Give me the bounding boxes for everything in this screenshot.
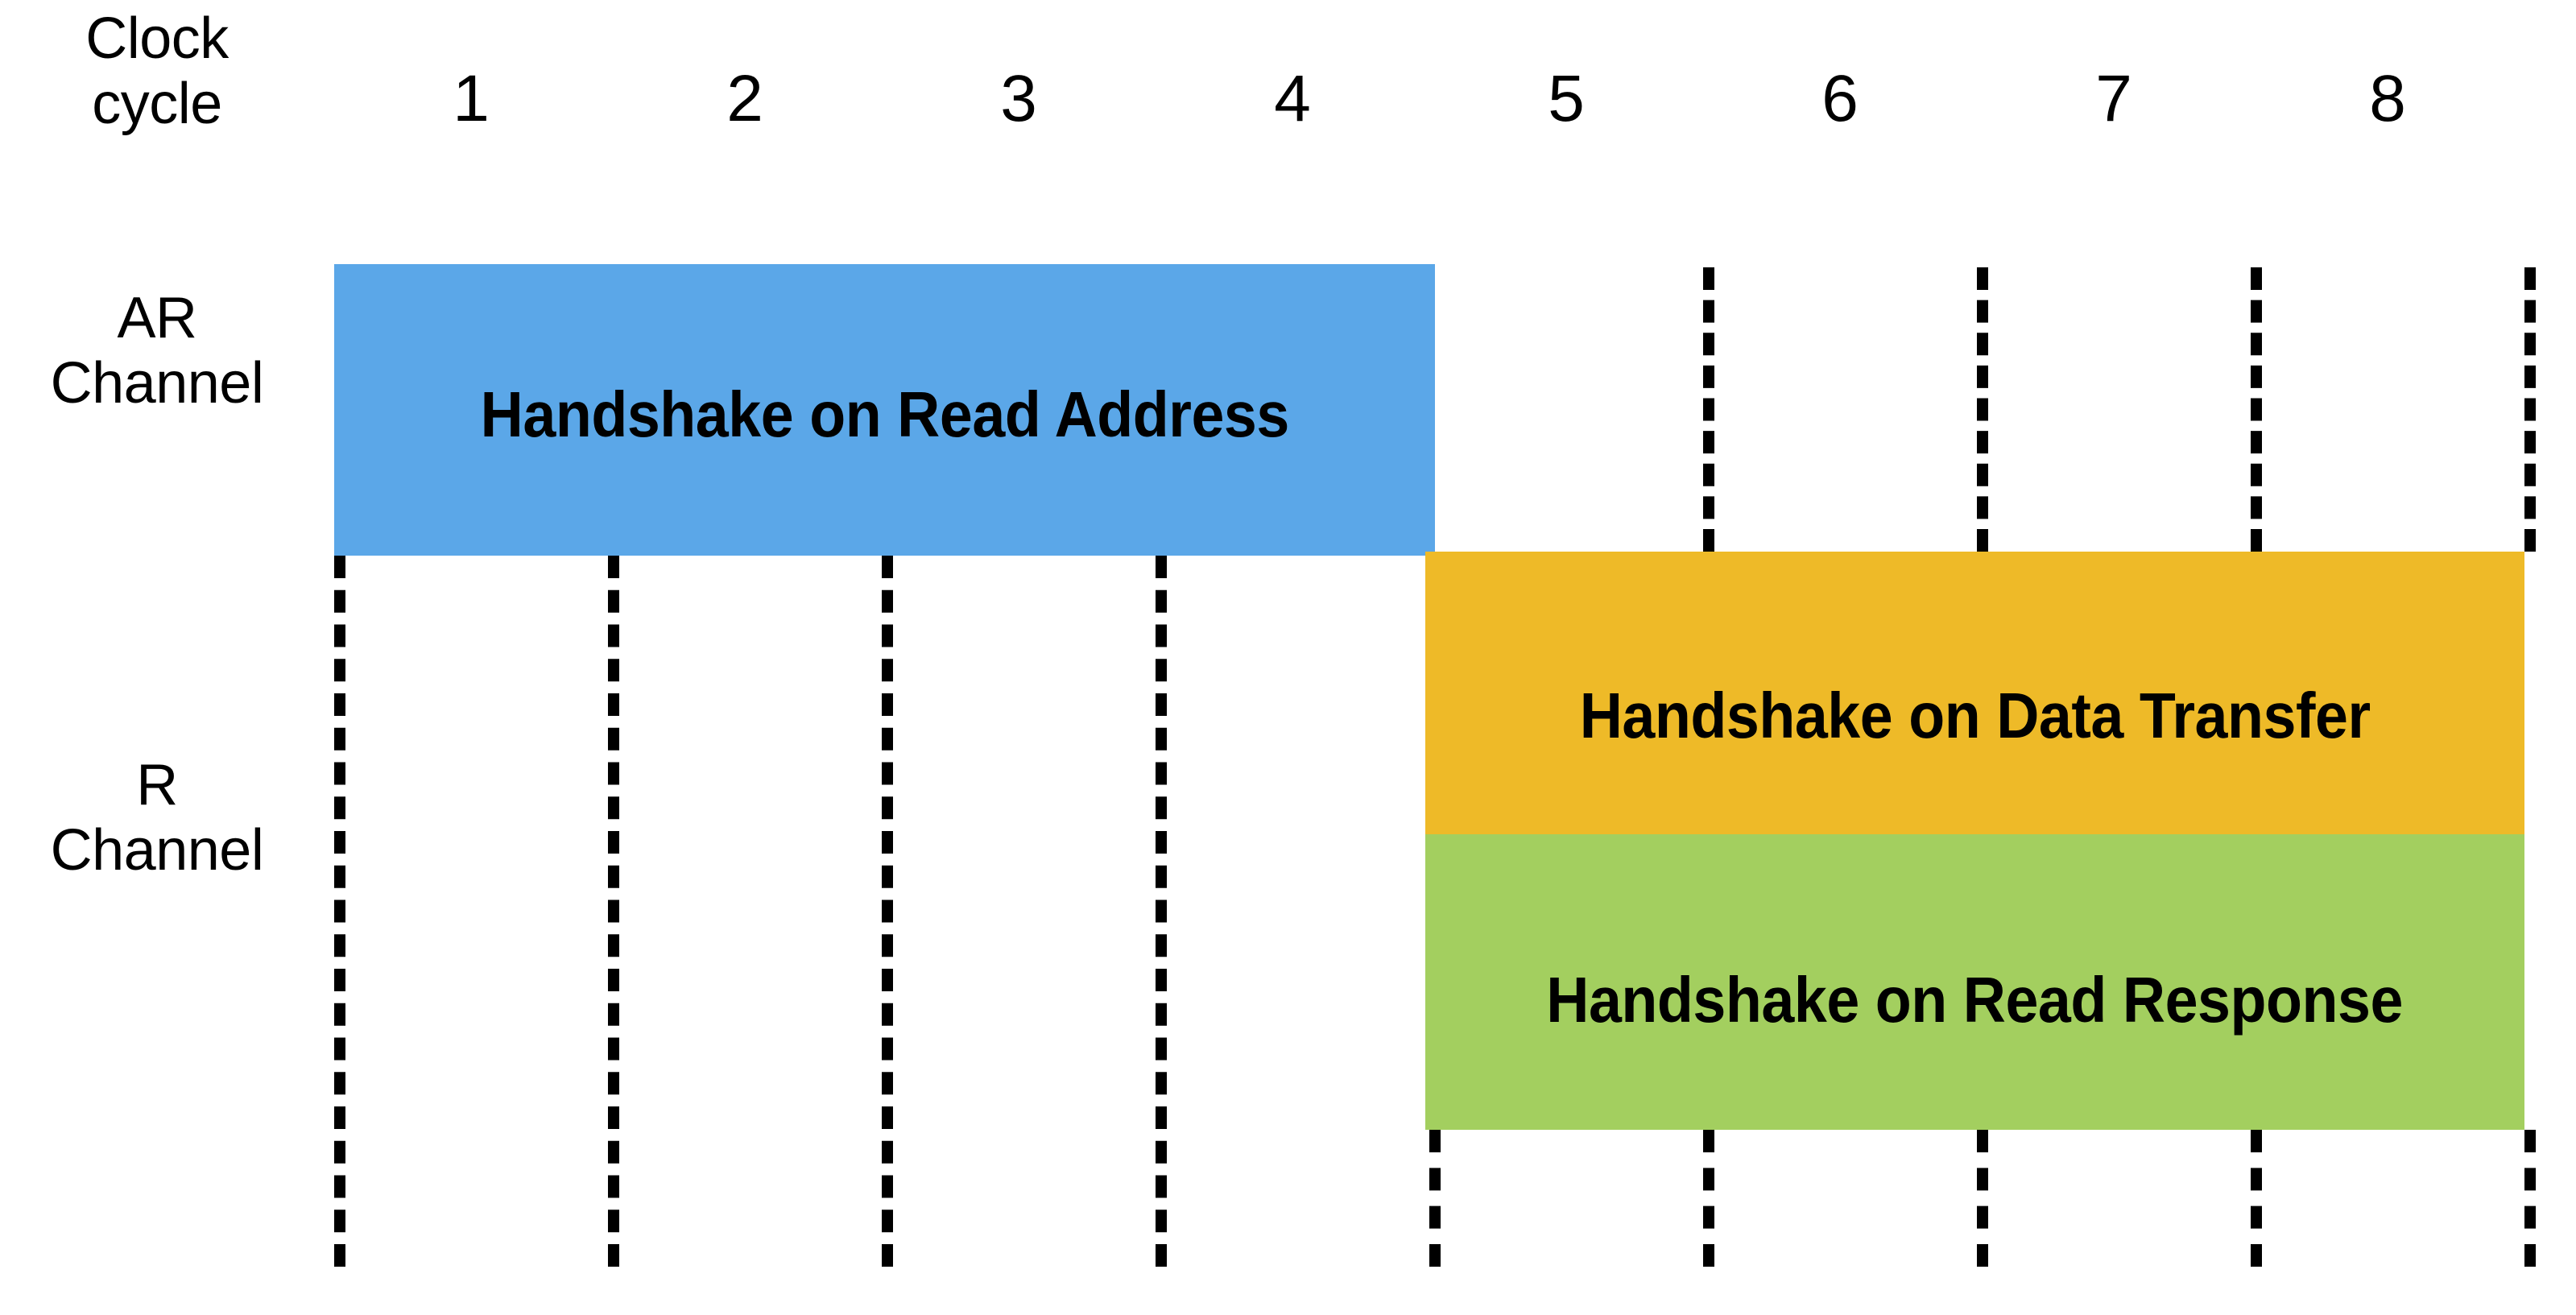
r-channel-row-label: R Channel [50, 753, 264, 883]
grid-line-8 [2524, 1130, 2536, 1267]
grid-line-7 [2251, 267, 2262, 552]
cycle-number-5: 5 [1548, 62, 1585, 135]
cycle-number-4: 4 [1274, 62, 1311, 135]
grid-line-0 [334, 556, 345, 1267]
grid-line-5 [1703, 267, 1714, 552]
cycle-number-8: 8 [2369, 62, 2406, 135]
grid-line-6 [1977, 1130, 1988, 1267]
grid-line-1 [608, 556, 619, 1267]
bar-read-response-label: Handshake on Read Response [1546, 963, 2404, 1036]
grid-line-7 [2251, 1130, 2262, 1267]
bar-data-transfer-label: Handshake on Data Transfer [1579, 679, 2371, 751]
bar-ar-handshake-label: Handshake on Read Address [480, 378, 1289, 450]
cycle-number-3: 3 [1000, 62, 1037, 135]
grid-line-5 [1703, 1130, 1714, 1267]
grid-line-6 [1977, 267, 1988, 552]
clock-cycle-axis-label: Clock cycle [85, 6, 229, 136]
grid-line-2 [882, 556, 893, 1267]
cycle-number-6: 6 [1821, 62, 1859, 135]
cycle-number-2: 2 [726, 62, 763, 135]
grid-line-3 [1156, 556, 1167, 1267]
cycle-number-7: 7 [2095, 62, 2132, 135]
ar-channel-row-label: AR Channel [50, 286, 264, 416]
bar-data-transfer: Handshake on Data Transfer [1425, 552, 2524, 834]
bar-read-response: Handshake on Read Response [1425, 834, 2524, 1130]
grid-line-8 [2524, 267, 2536, 552]
grid-line-4 [1429, 1130, 1441, 1267]
cycle-number-1: 1 [453, 62, 490, 135]
bar-ar-handshake: Handshake on Read Address [334, 264, 1435, 556]
